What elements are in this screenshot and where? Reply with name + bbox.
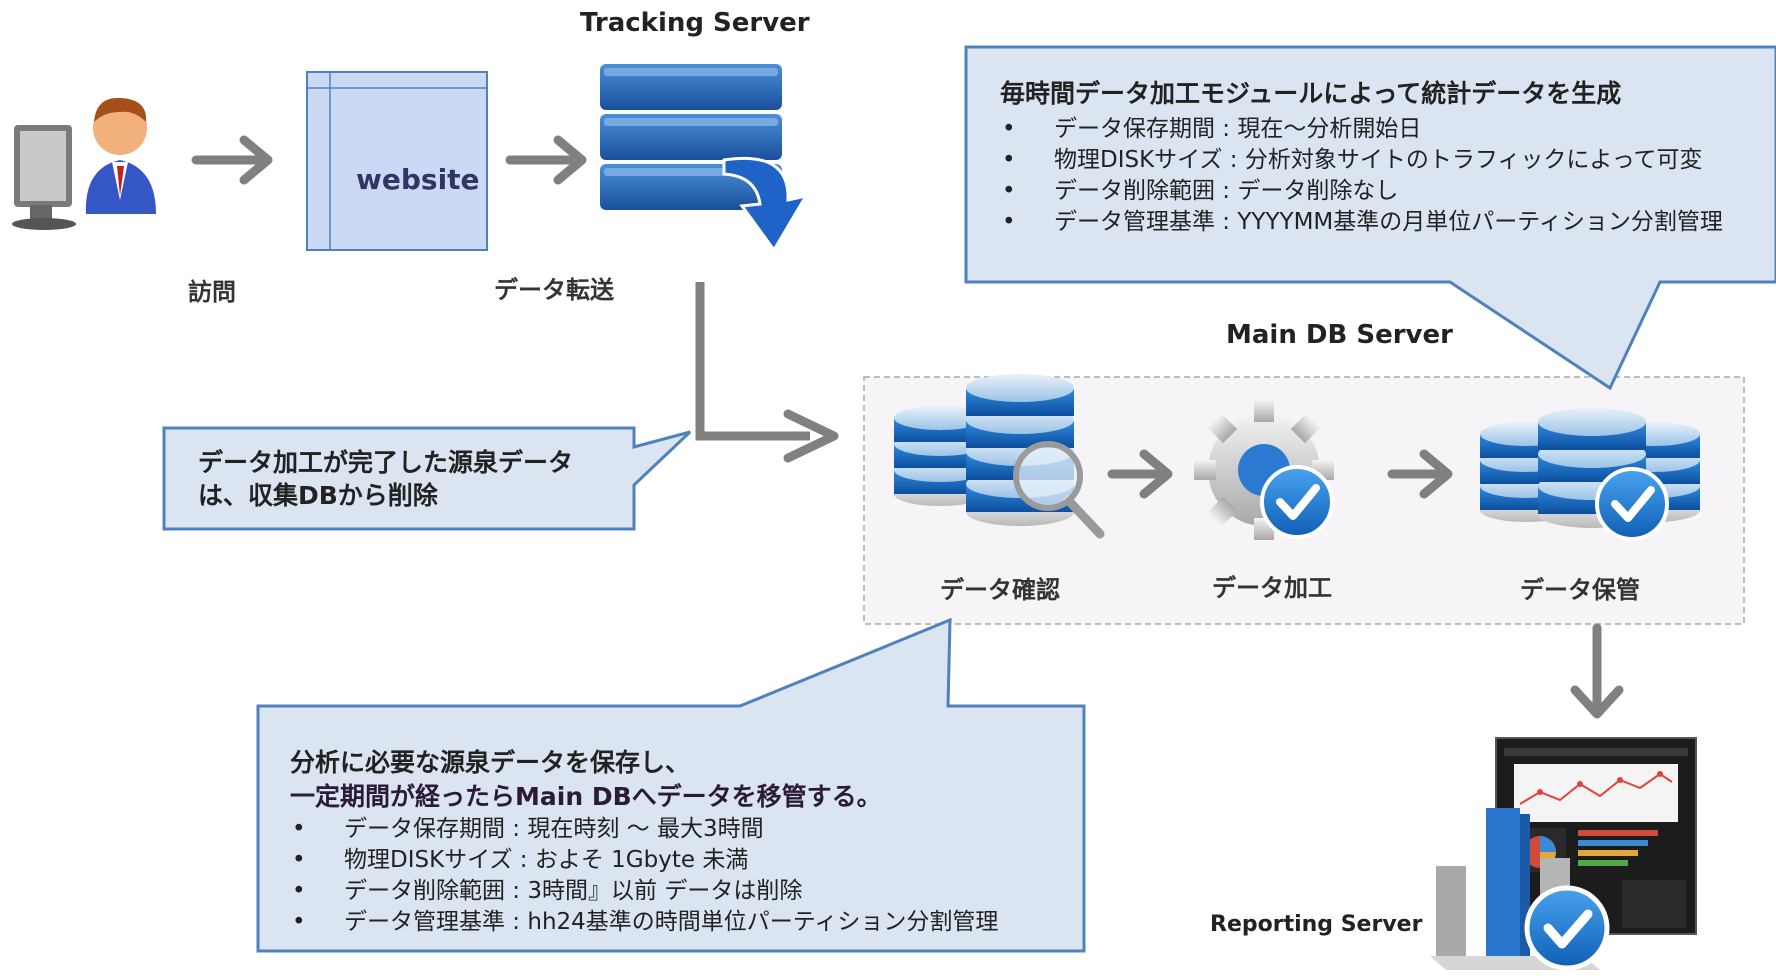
bottom-callout-item: データ管理基準 : hh24基準の時間単位パーティション分割管理: [290, 907, 998, 938]
connector-arrowhead: [783, 409, 839, 463]
arrow-check-to-process: [1107, 449, 1173, 499]
arrow-process-to-store: [1387, 449, 1453, 499]
step-data-store-label: データ保管: [1520, 576, 1640, 604]
top-callout-title: 毎時間データ加工モジュールによって統計データを生成: [1000, 79, 1622, 108]
bottom-callout-title-1: 分析に必要な源泉データを保存し、: [290, 748, 691, 777]
reporting-server-title: Reporting Server: [1210, 912, 1423, 937]
tracking-server-title: Tracking Server: [580, 8, 810, 38]
bottom-callout-list: データ保存期間 : 現在時刻 ～ 最大3時間 物理DISKサイズ : およそ 1…: [290, 814, 998, 938]
website-label: website: [356, 163, 480, 196]
bottom-callout-item: 物理DISKサイズ : およそ 1Gbyte 未満: [290, 845, 998, 876]
top-callout-item: 物理DISKサイズ : 分析対象サイトのトラフィックによって可変: [1000, 145, 1723, 176]
arrow-visit-to-website: [191, 135, 273, 185]
left-callout: データ加工が完了した源泉データ は、収集DBから削除: [198, 446, 573, 512]
user-at-computer-icon: [12, 97, 156, 230]
left-callout-shape: [162, 426, 692, 531]
transfer-label: データ転送: [494, 276, 614, 304]
step-data-process-label: データ加工: [1212, 574, 1332, 602]
bottom-callout: 分析に必要な源泉データを保存し、 一定期間が経ったらMain DBへデータを移管…: [290, 746, 998, 938]
tracking-to-maindb-connector: [695, 282, 810, 441]
left-callout-line: データ加工が完了した源泉データ: [198, 448, 574, 477]
top-callout-list: データ保存期間 : 現在～分析開始日 物理DISKサイズ : 分析対象サイトのト…: [1000, 114, 1723, 238]
top-callout-item: データ保存期間 : 現在～分析開始日: [1000, 114, 1723, 145]
bottom-callout-title-2: 一定期間が経ったらMain DBへデータを移管する。: [290, 782, 882, 811]
data-store-icon: [1480, 408, 1700, 541]
data-process-icon: [1194, 400, 1334, 540]
main-db-server-title: Main DB Server: [1226, 320, 1453, 350]
bottom-callout-item: データ削除範囲 : 3時間』以前 データは削除: [290, 876, 998, 907]
top-callout-item: データ削除範囲 : データ削除なし: [1000, 176, 1723, 207]
data-check-icon: [894, 374, 1105, 539]
reporting-dashboard-icon: [1430, 737, 1697, 971]
visit-label: 訪問: [188, 278, 236, 306]
bottom-callout-item: データ保存期間 : 現在時刻 ～ 最大3時間: [290, 814, 998, 845]
website-page-icon: [306, 71, 488, 251]
step-data-check-label: データ確認: [940, 576, 1060, 604]
top-callout: 毎時間データ加工モジュールによって統計データを生成 データ保存期間 : 現在～分…: [1000, 74, 1723, 238]
top-callout-item: データ管理基準 : YYYYMM基準の月単位パーティション分割管理: [1000, 207, 1723, 238]
tracking-server-icon: [600, 64, 810, 253]
arrow-website-to-server: [505, 135, 587, 185]
left-callout-line: は、収集DBから削除: [198, 481, 438, 510]
arrow-store-to-reporting: [1570, 623, 1624, 719]
